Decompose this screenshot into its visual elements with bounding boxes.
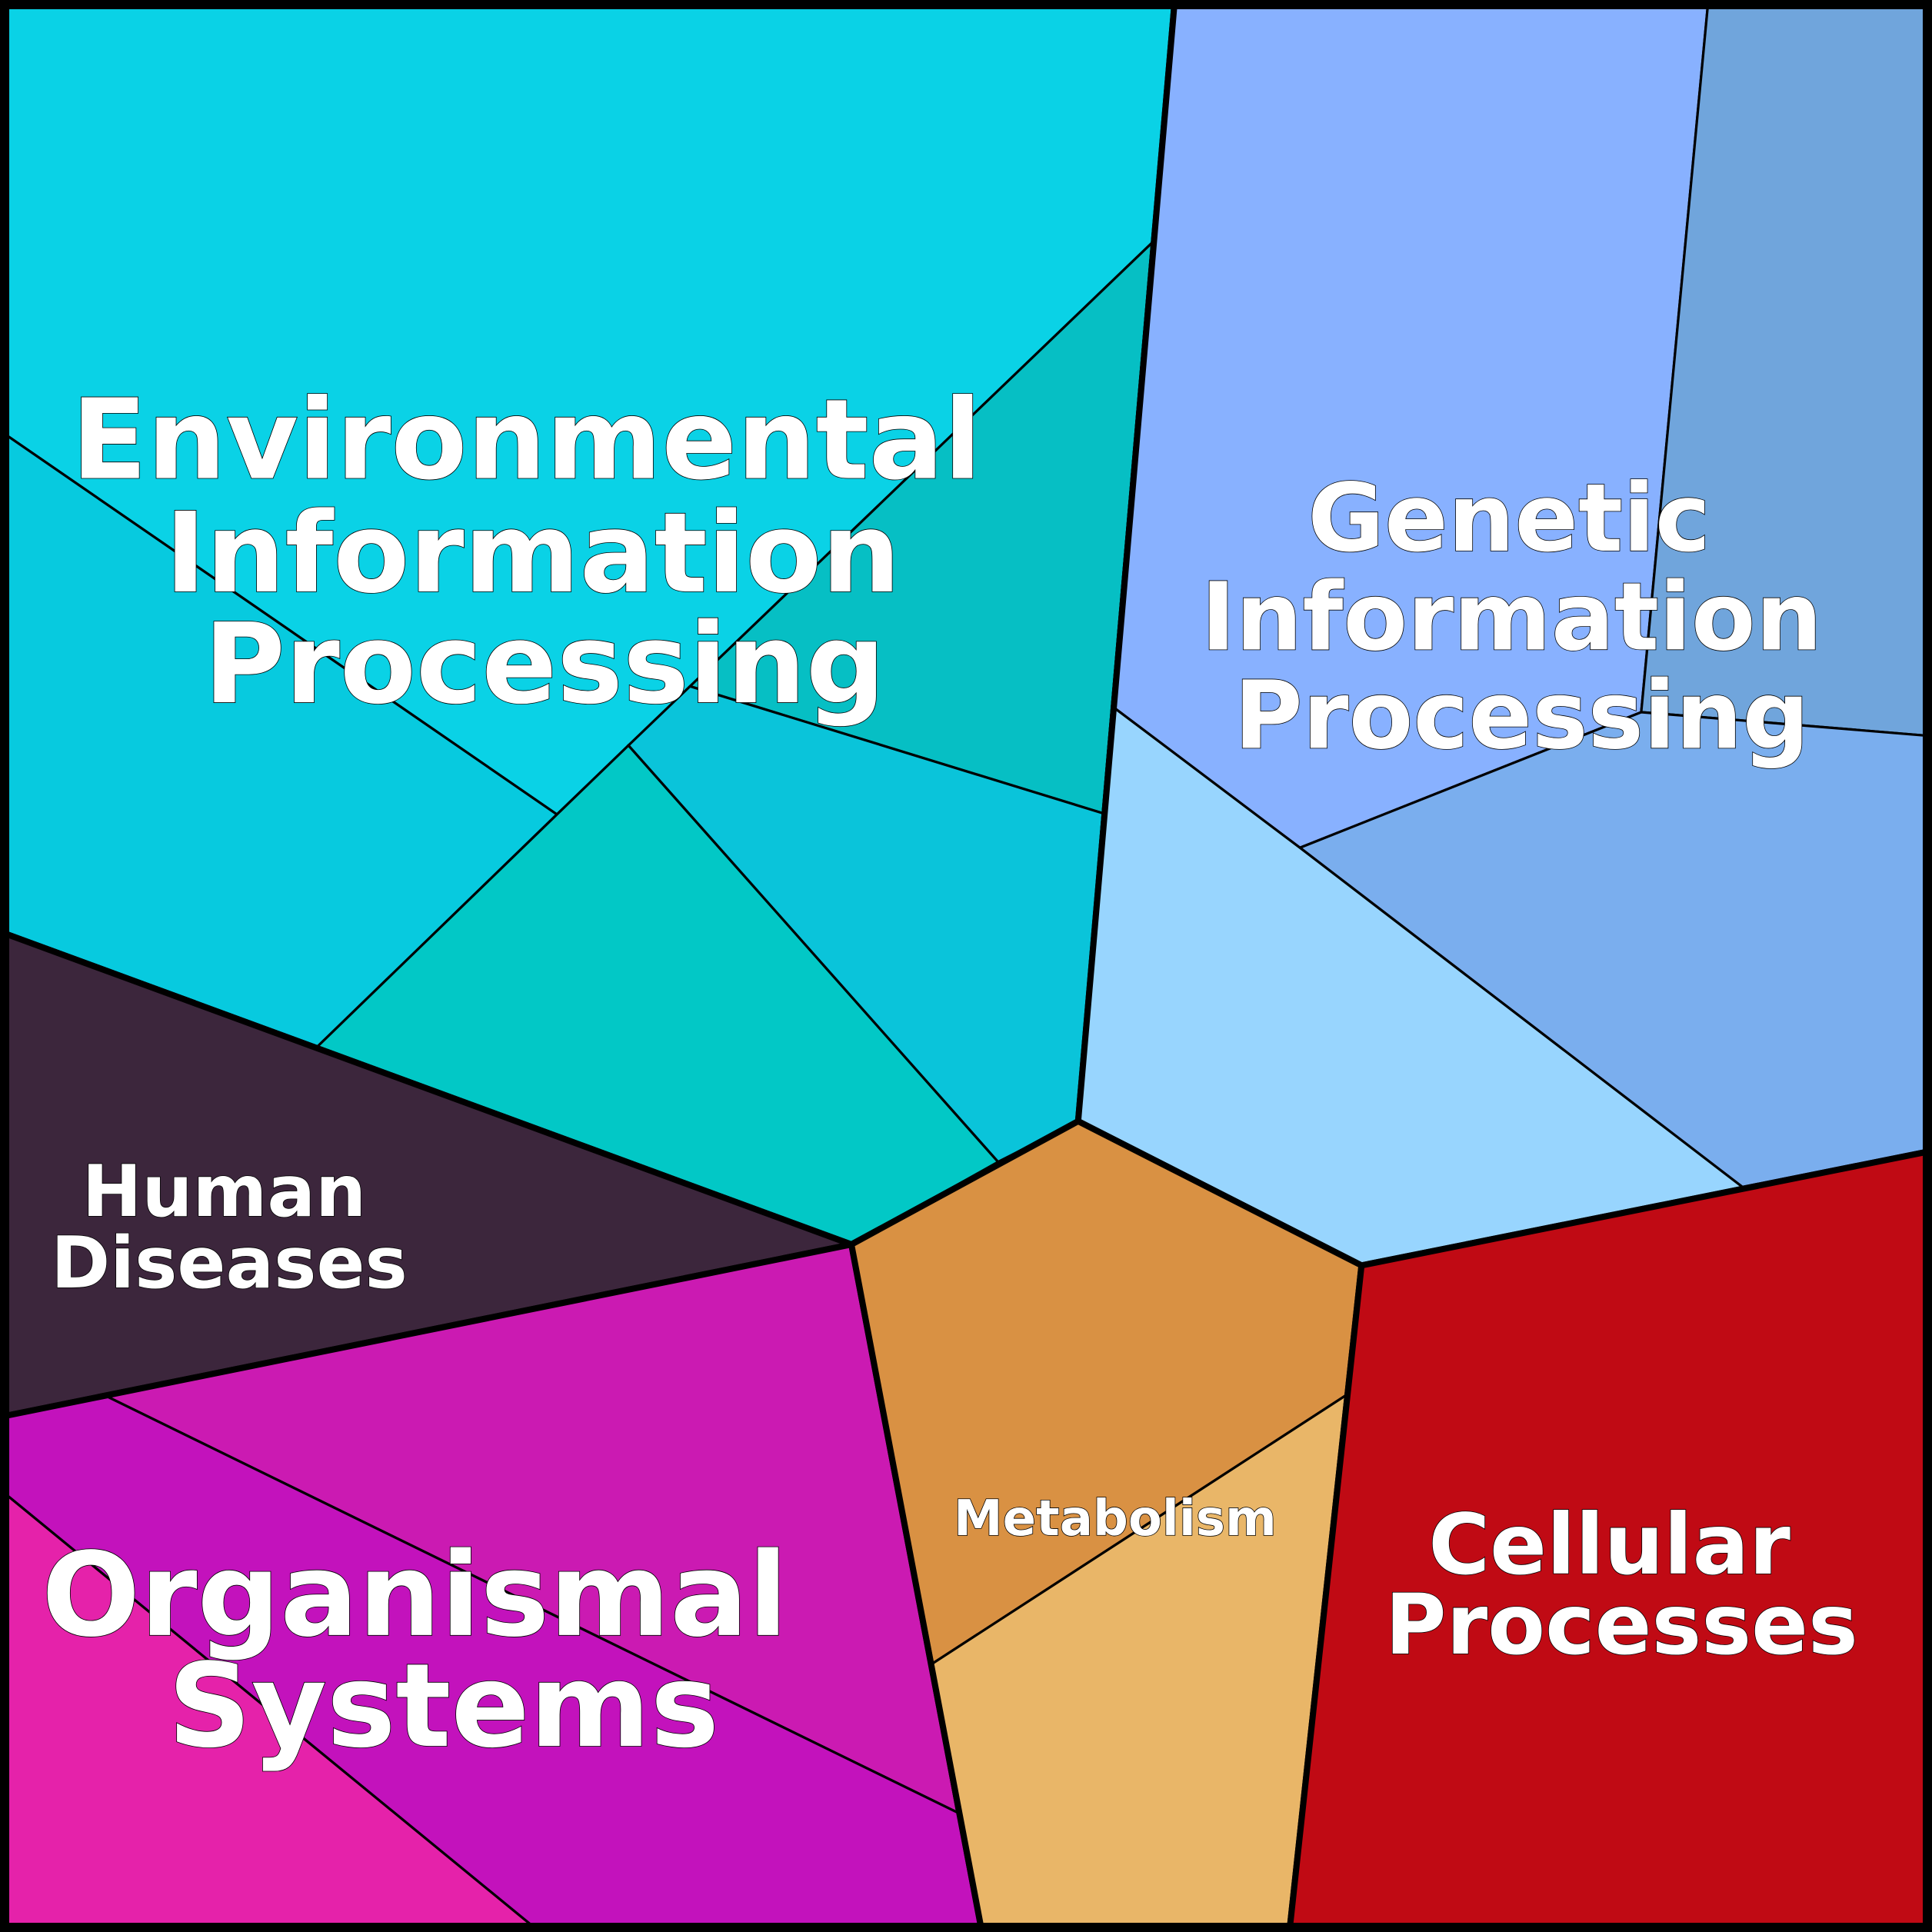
group-organismal[interactable] — [3, 1241, 984, 1929]
group-genetic[interactable] — [1074, 3, 1929, 1269]
label-human-diseases: Human Diseases — [51, 1150, 408, 1304]
label-cellular: Cellular Processes — [1385, 1496, 1858, 1674]
label-metabolism: Metabolism — [954, 1491, 1277, 1547]
label-environmental: Environmental Information Processing — [72, 376, 1021, 730]
label-genetic: Genetic Information Processing — [1201, 464, 1854, 770]
label-organismal: Organismal Systems — [42, 1527, 828, 1774]
